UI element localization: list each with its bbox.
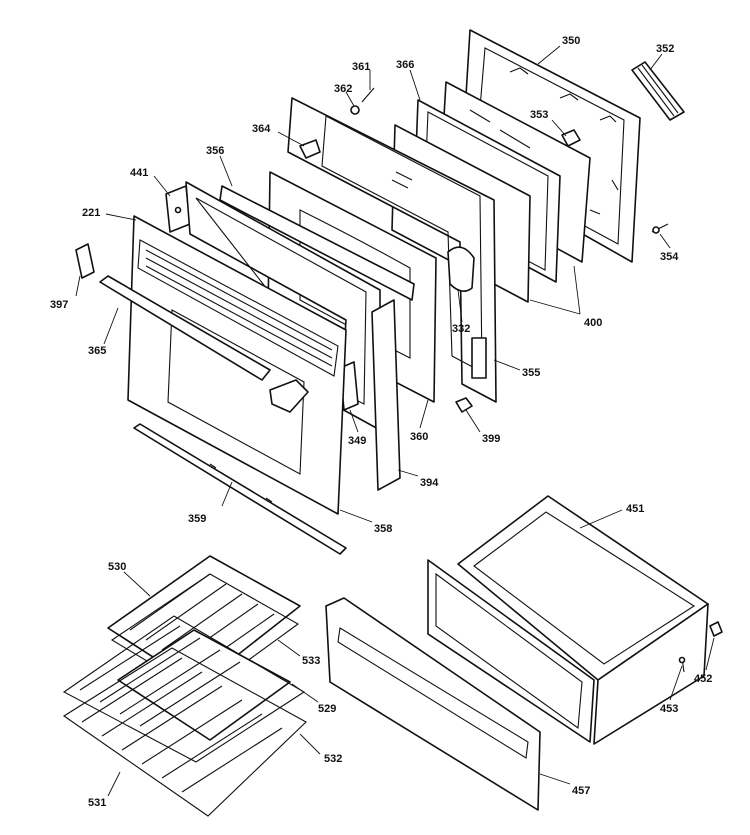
- label-364: 364: [252, 123, 271, 135]
- label-397: 397: [50, 299, 68, 311]
- label-332: 332: [452, 323, 470, 335]
- label-362: 362: [334, 83, 352, 95]
- part-399-block: [455, 397, 473, 413]
- label-529: 529: [318, 703, 336, 715]
- part-397-clip: [75, 243, 95, 279]
- label-531: 531: [88, 797, 106, 809]
- label-352: 352: [656, 43, 674, 55]
- part-352-gasket: [631, 61, 685, 121]
- label-360: 360: [410, 431, 428, 443]
- part-361-screw: [361, 87, 375, 103]
- label-366: 366: [396, 59, 414, 71]
- label-349: 349: [348, 435, 366, 447]
- label-353: 353: [530, 109, 548, 121]
- part-356-insulation: [219, 185, 415, 301]
- label-365: 365: [88, 345, 106, 357]
- label-359: 359: [188, 513, 206, 525]
- label-457: 457: [572, 785, 590, 797]
- leader-lines: [75, 45, 715, 797]
- part-364-clip: [299, 139, 321, 159]
- part-531-oven-rack: [63, 647, 307, 817]
- label-399: 399: [482, 433, 500, 445]
- part-451-drawer-box: [427, 495, 709, 745]
- label-354: 354: [660, 251, 679, 263]
- label-358: 358: [374, 523, 392, 535]
- part-394-side-trim: [371, 299, 401, 491]
- part-354-screw: [651, 223, 669, 234]
- label-451: 451: [626, 503, 644, 515]
- part-355-door-liner: [287, 97, 497, 403]
- label-530: 530: [108, 561, 126, 573]
- part-332-hinge: [447, 246, 475, 292]
- label-441: 441: [130, 167, 148, 179]
- part-365-handle: [99, 275, 271, 381]
- label-356: 356: [206, 145, 224, 157]
- label-350: 350: [562, 35, 580, 47]
- label-453: 453: [660, 703, 678, 715]
- label-452: 452: [694, 673, 712, 685]
- part-362-washer: [350, 105, 360, 115]
- part-457-drawer-front: [325, 597, 541, 811]
- label-532: 532: [324, 753, 342, 765]
- part-453-screw: [678, 656, 686, 673]
- part-353-bracket: [561, 129, 581, 147]
- label-394: 394: [420, 477, 439, 489]
- label-361: 361: [352, 61, 370, 73]
- label-355: 355: [522, 367, 540, 379]
- part-359-bottom-trim: [133, 423, 347, 555]
- label-533: 533: [302, 655, 320, 667]
- part-452-foot: [709, 621, 723, 637]
- label-400: 400: [584, 317, 602, 329]
- label-221: 221: [82, 207, 100, 219]
